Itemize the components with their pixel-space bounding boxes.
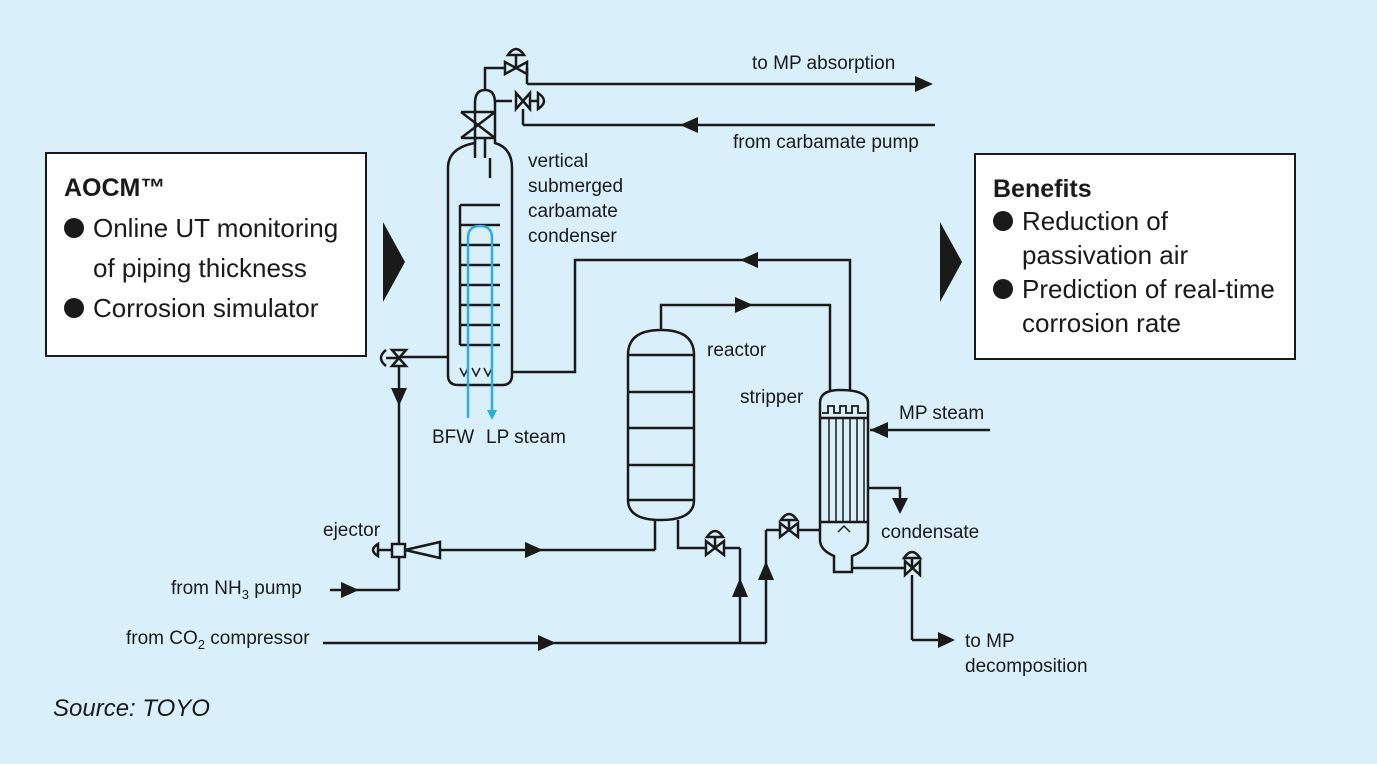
aocm-bullet-1: Online UT monitoring of piping thickness — [64, 208, 348, 288]
mp-decomposition-arrow-icon — [938, 632, 955, 648]
benefits-box: Benefits Reduction of passivation air Pr… — [974, 153, 1296, 360]
bullet-dot-icon — [993, 211, 1013, 231]
bfw-lp-steam-loop — [466, 224, 497, 420]
aocm-bullet-2: Corrosion simulator — [64, 288, 348, 328]
label-condenser-line-2: submerged — [528, 176, 624, 197]
benefits-title: Benefits — [993, 175, 1092, 203]
aocm-bullet-1-text: Online UT monitoring of piping thickness — [93, 213, 339, 283]
label-condenser-line-1: vertical — [528, 151, 589, 172]
label-stripper: stripper — [740, 387, 804, 408]
label-condenser-line-3: carbamate — [528, 201, 618, 222]
label-bfw: BFW — [432, 427, 475, 448]
bullet-dot-icon — [993, 279, 1013, 299]
label-condenser-line-4: condenser — [528, 226, 617, 247]
benefits-bullet-2-text: Prediction of real-time corrosion rate — [1022, 274, 1275, 338]
label-mp-steam: MP steam — [899, 403, 985, 424]
up-arrow-icon-2 — [758, 561, 774, 580]
up-arrow-icon-1 — [732, 578, 748, 597]
label-to-mp-decomposition: to MP decomposition — [965, 629, 1088, 679]
benefits-bullet-1-text: Reduction of passivation air — [1022, 206, 1189, 270]
mp-steam-arrow-icon — [870, 422, 888, 438]
stripper-vessel — [818, 388, 870, 574]
nh3-subscript: 3 — [241, 586, 249, 602]
ejector-body — [390, 542, 407, 559]
bullet-dot-icon — [64, 218, 84, 238]
label-to-mp-absorption: to MP absorption — [752, 53, 896, 74]
nh3-arrow-icon — [341, 582, 359, 598]
to-mp-absorption-arrow-icon — [915, 76, 933, 92]
label-reactor: reactor — [707, 340, 767, 361]
condenser-top-line — [483, 66, 505, 90]
ejector-to-reactor-arrow-icon — [525, 542, 543, 558]
left-chevron-icon — [383, 222, 405, 302]
aocm-box: AOCM™ Online UT monitoring of piping thi… — [45, 152, 367, 357]
label-to-mp-decomposition-line-2: decomposition — [965, 656, 1088, 677]
valve-top-2 — [514, 89, 532, 113]
bullet-dot-icon — [64, 298, 84, 318]
label-ejector: ejector — [323, 520, 381, 541]
from-carbamate-pump-arrow-icon — [680, 117, 698, 133]
right-chevron-icon — [940, 222, 962, 302]
nh3-suffix: pump — [248, 578, 302, 599]
co2-arrow-icon — [538, 635, 556, 651]
condensate-arrow-icon — [892, 498, 908, 514]
benefits-bullet-1: Reduction of passivation air — [993, 204, 1277, 272]
aocm-bullet-2-text: Corrosion simulator — [93, 293, 319, 323]
label-from-co2-compressor: from CO2 compressor — [126, 626, 310, 657]
nh3-text: from NH — [171, 578, 242, 599]
label-lp-steam: LP steam — [486, 427, 566, 448]
co2-text: from CO — [126, 628, 198, 649]
down-arrow-icon — [391, 388, 407, 406]
benefits-bullet-2: Prediction of real-time corrosion rate — [993, 272, 1277, 340]
label-from-nh3-pump: from NH3 pump — [171, 576, 302, 607]
stripper-to-condenser-arrow-icon — [740, 252, 758, 268]
reactor-vessel — [626, 328, 696, 522]
label-from-carbamate-pump: from carbamate pump — [733, 132, 919, 153]
carbamate-condenser-vessel — [446, 88, 514, 387]
reactor-to-stripper-arrow-icon — [735, 297, 753, 313]
co2-suffix: compressor — [205, 628, 310, 649]
label-to-mp-decomposition-line-1: to MP — [965, 631, 1015, 652]
label-condenser: vertical submerged carbamate condenser — [528, 149, 623, 249]
label-condensate: condensate — [881, 522, 980, 543]
co2-subscript: 2 — [197, 636, 206, 652]
source-caption: Source: TOYO — [53, 695, 210, 722]
aocm-title: AOCM™ — [64, 174, 166, 202]
